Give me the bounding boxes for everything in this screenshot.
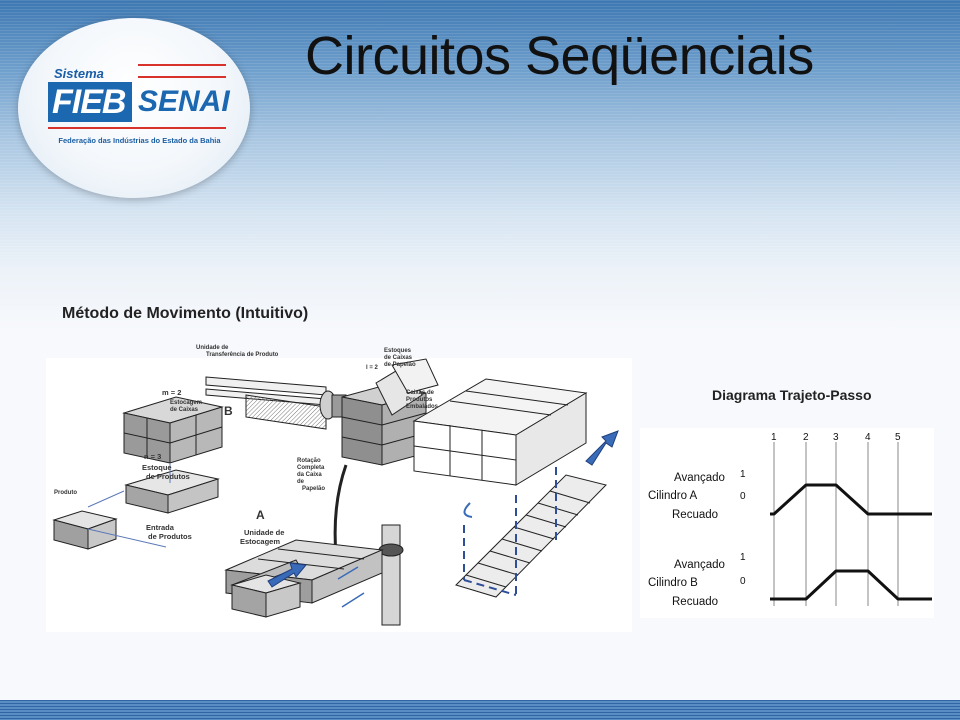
- logo-federacao-text: Federação das Indústrias do Estado da Ba…: [58, 136, 221, 145]
- label-line: de: [297, 479, 305, 485]
- cylinder-b-recuado-label: Recuado: [672, 596, 719, 608]
- cylinder-a-avancado-label: Avançado: [674, 472, 725, 484]
- logo-senai-text: SENAI: [138, 85, 230, 118]
- label-line: Caixas de: [406, 390, 435, 396]
- label-line: de Papelão: [384, 362, 416, 368]
- label-estocagem-caixas: Estocagem de Caixas: [170, 400, 202, 414]
- label-unidade-transferencia: Unidade de Transferência de Produto: [196, 345, 278, 359]
- cylinder-a-one-label: 1: [740, 469, 746, 480]
- box-feeder: [375, 358, 439, 416]
- cylinder-b-one-label: 1: [740, 552, 746, 563]
- cylinder-b-zero-label: 0: [740, 576, 746, 587]
- product-stock-boxes: [124, 469, 220, 514]
- transfer-cylinder: [205, 376, 347, 430]
- product-box: [52, 510, 118, 550]
- label-rotacao-caixa: Rotação Completa da Caixa de Papelão: [297, 458, 325, 493]
- label-b: B: [224, 404, 233, 418]
- label-line: de Caixas: [170, 407, 199, 413]
- label-line: Completa: [297, 465, 325, 471]
- cylinder-b-avancado-label: Avançado: [674, 559, 725, 571]
- fieb-senai-logo: Sistema FIEB SENAI Federação das Indústr…: [46, 60, 231, 155]
- label-line: de Caixas: [384, 355, 413, 361]
- curved-arrow: [463, 502, 473, 518]
- flow-arrows: [267, 430, 619, 588]
- label-line: de Produtos: [148, 532, 192, 541]
- slide-title: Circuitos Seqüenciais: [305, 26, 814, 86]
- label-unidade-estocagem: Unidade de Estocagem: [240, 528, 284, 546]
- label-caixas-produtos: Caixas de Produtos Embalados: [406, 390, 438, 411]
- step-number-label: 1: [771, 432, 777, 443]
- label-line: Embalados: [406, 404, 439, 410]
- step-number-label: 2: [803, 432, 809, 443]
- cylinder-b-trajectory: [770, 569, 932, 601]
- logo-fieb-background: [48, 82, 132, 122]
- step-diagram: [770, 442, 932, 606]
- label-estoque-produtos: Estoque de Produtos: [142, 463, 190, 481]
- footer-band: [0, 700, 960, 720]
- label-line: Unidade de: [244, 528, 285, 537]
- label-line: da Caixa: [297, 472, 322, 478]
- label-produto: Produto: [54, 490, 77, 496]
- step-number-label: 5: [895, 432, 901, 443]
- guide-lines: [87, 463, 171, 548]
- label-a: A: [256, 508, 265, 522]
- label-line: Unidade de: [196, 345, 229, 351]
- roller-conveyor: [455, 474, 607, 598]
- label-line: Transferência de Produto: [206, 352, 279, 358]
- cylinder-b-name-label: Cilindro B: [648, 577, 698, 589]
- machine-heading: Método de Movimento (Intuitivo): [62, 305, 309, 322]
- label-line: Estoque: [142, 463, 172, 472]
- machine-illustration: [52, 358, 619, 626]
- slide-arrows: [337, 566, 365, 608]
- packaging-box: [412, 378, 588, 486]
- step-diagram-heading: Diagrama Trajeto-Passo: [712, 387, 872, 403]
- logo-red-line: [48, 127, 226, 129]
- logo-fieb-text: FIEB: [52, 83, 126, 121]
- label-line: Entrada: [146, 523, 174, 532]
- support-column: [333, 464, 404, 626]
- cylinder-a-trajectory: [770, 483, 932, 516]
- step-gridlines: [773, 442, 899, 606]
- label-line: Produtos: [406, 397, 433, 403]
- logo-sistema-text: Sistema: [54, 66, 104, 81]
- step-number-label: 3: [833, 432, 839, 443]
- dashed-paths: [463, 467, 557, 596]
- label-line: Estocagem: [240, 537, 281, 546]
- cylinder-a-zero-label: 0: [740, 491, 746, 502]
- logo-red-line: [138, 64, 226, 66]
- label-line: Rotação: [297, 458, 321, 464]
- label-line: de Produtos: [146, 472, 190, 481]
- label-line: Papelão: [302, 486, 326, 492]
- label-estoques-caixas: Estoques de Caixas de Papelão: [384, 348, 416, 369]
- logo-red-line: [138, 76, 226, 78]
- label-m-equals-2: m = 2: [162, 388, 182, 397]
- label-n-equals-3: n = 3: [144, 452, 162, 461]
- step-number-label: 4: [865, 432, 871, 443]
- label-line: Estocagem: [170, 400, 203, 406]
- label-l-equals-2: l = 2: [366, 365, 378, 371]
- stacked-boxes: [122, 396, 224, 464]
- label-entrada-produtos: Entrada de Produtos: [146, 523, 192, 541]
- cylinder-a-name-label: Cilindro A: [648, 490, 698, 502]
- label-line: Estoques: [384, 348, 412, 354]
- cylinder-a-recuado-label: Recuado: [672, 509, 719, 521]
